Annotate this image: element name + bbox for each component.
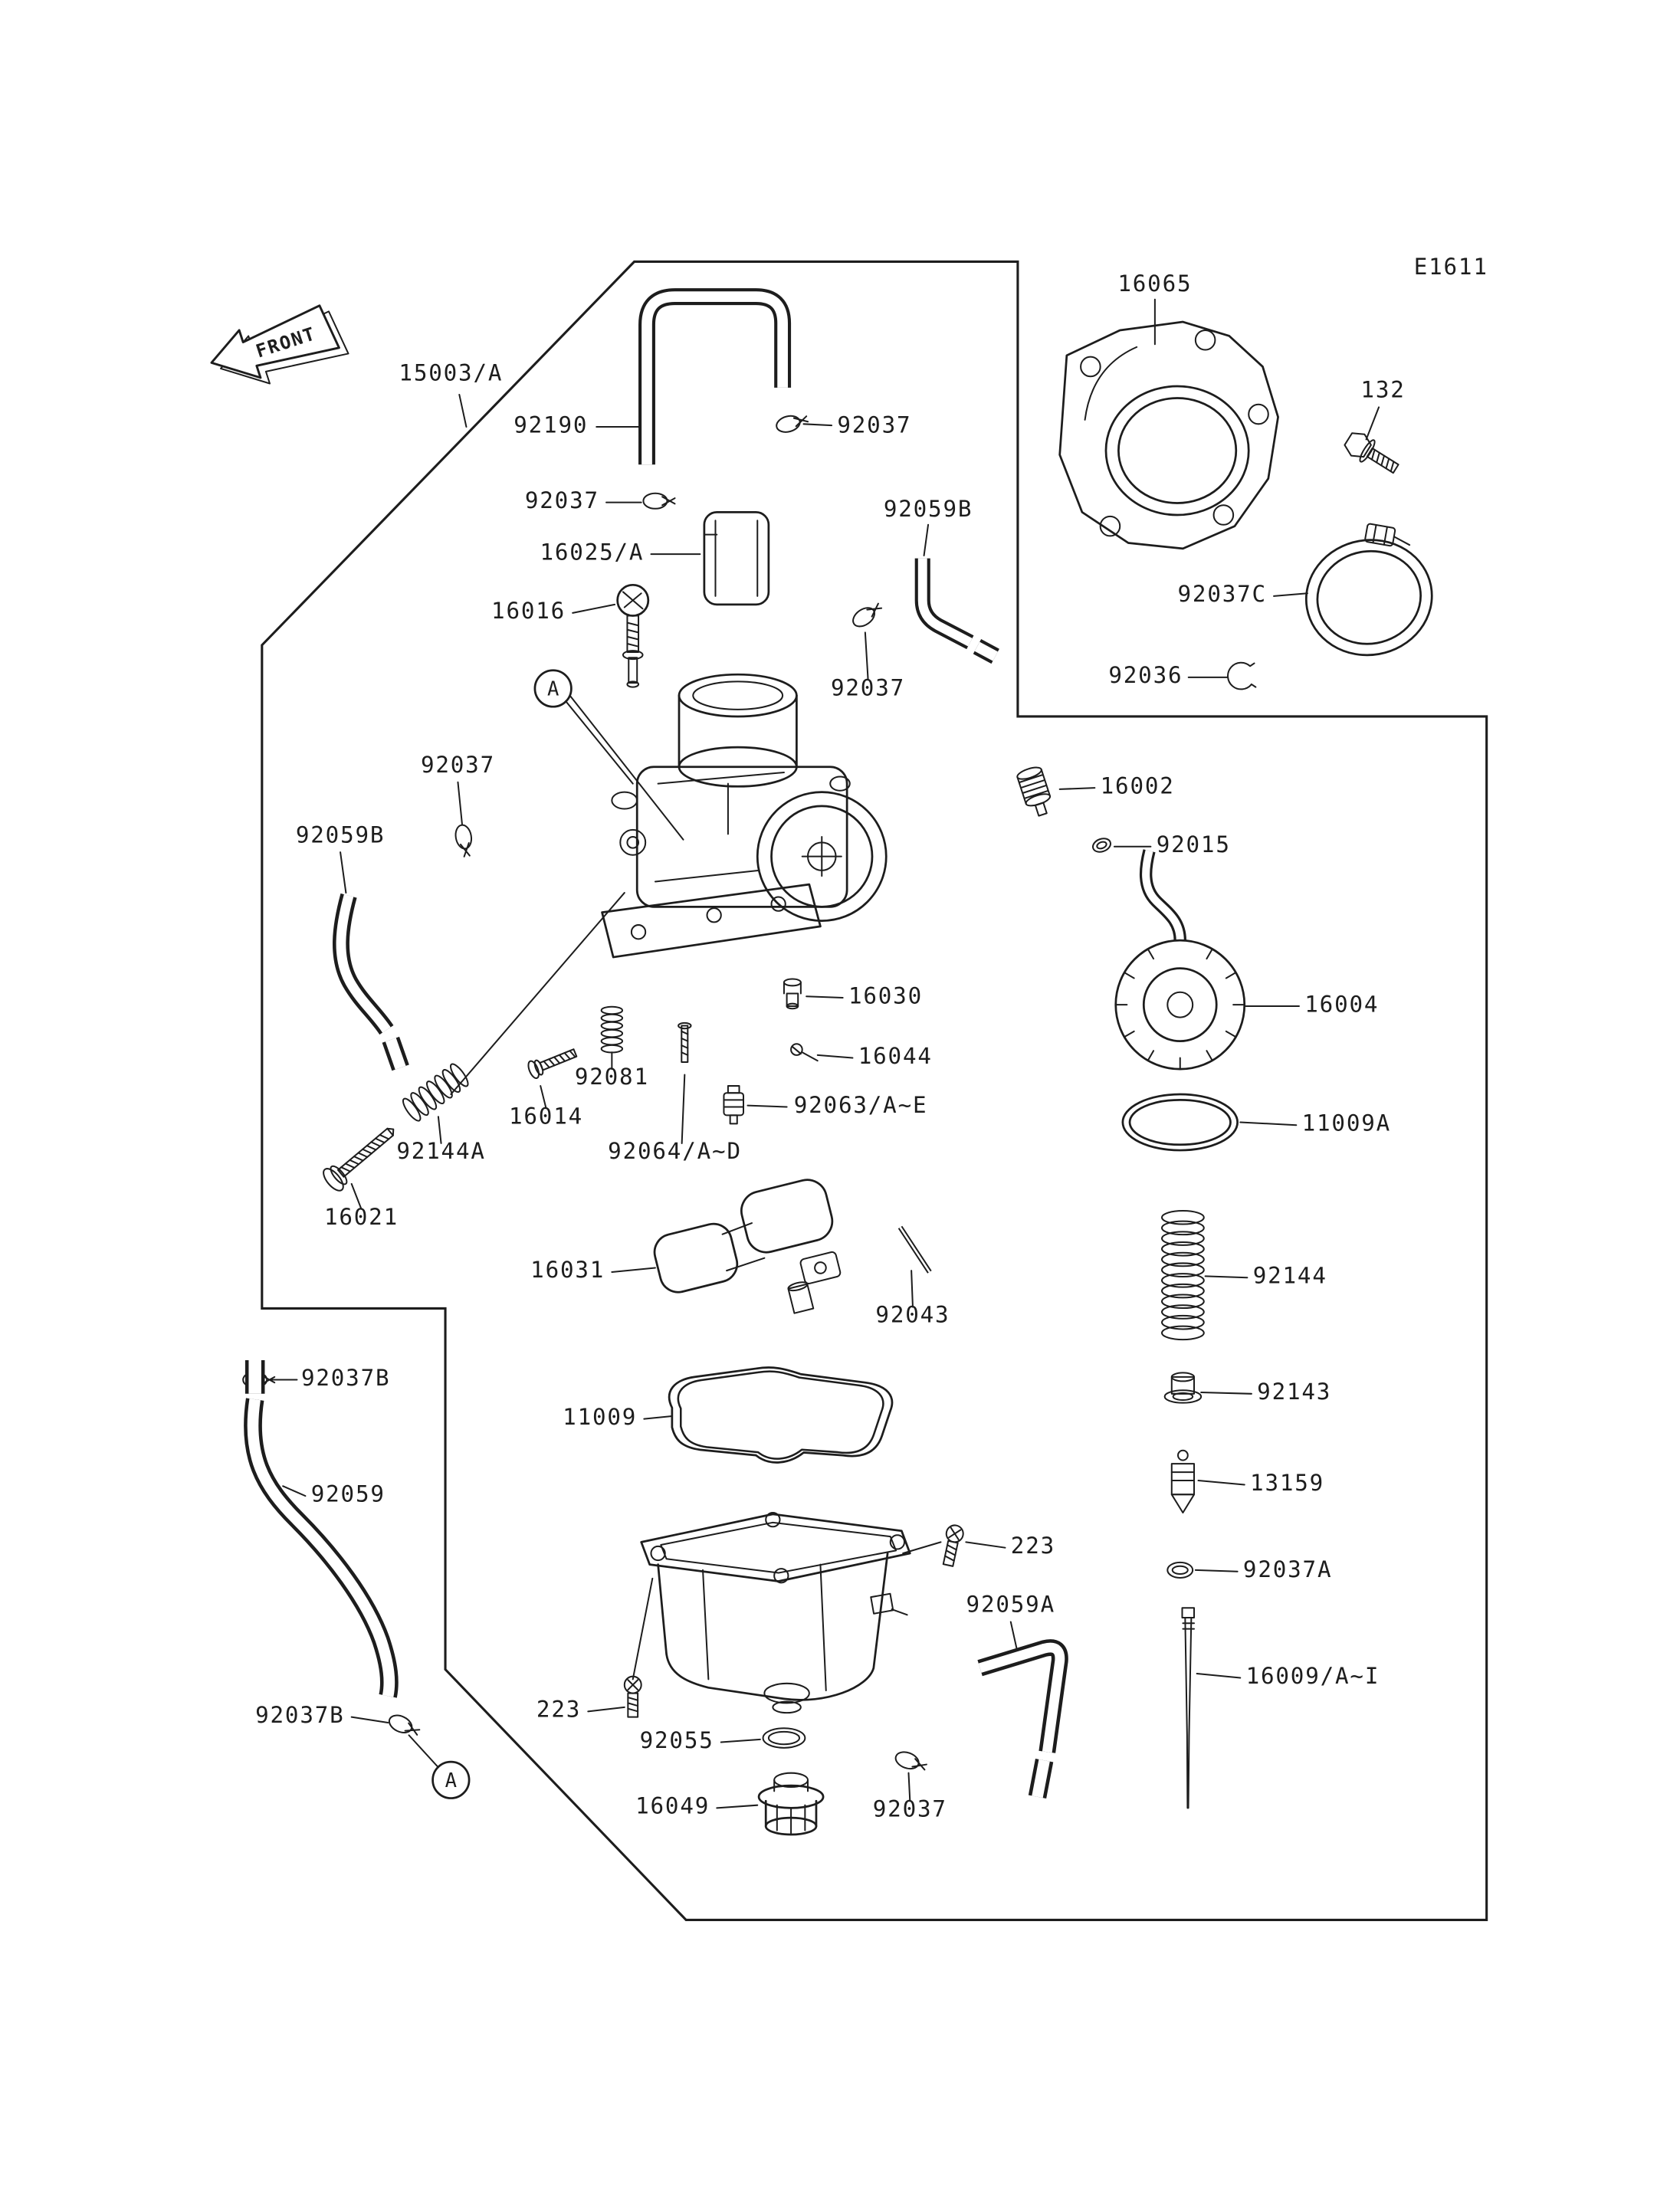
gasket-11009	[668, 1366, 894, 1464]
adjuster-16016	[616, 583, 650, 688]
label-16031: 16031	[530, 1257, 605, 1283]
carburetor-body	[601, 673, 888, 959]
o-ring-92055	[762, 1727, 806, 1749]
label-11009: 11009	[563, 1404, 637, 1430]
spring-92144a	[402, 1063, 469, 1122]
label-16025a: 16025/A	[540, 539, 644, 565]
label-92037-1: 92037	[837, 412, 911, 438]
label-15003a: 15003/A	[399, 360, 503, 386]
label-16009: 16009/A~I	[1246, 1663, 1380, 1689]
clip-92037-tube	[848, 598, 885, 631]
o-ring-11009a	[1121, 1093, 1239, 1152]
float-valve-13159	[1170, 1449, 1196, 1514]
tube-92059b-top	[914, 558, 999, 664]
label-16021: 16021	[324, 1204, 399, 1230]
needle-jet-16002	[1016, 766, 1052, 817]
label-16014: 16014	[509, 1103, 583, 1129]
clip-92037-top	[773, 410, 810, 436]
washer-92015	[1091, 838, 1111, 853]
label-16016: 16016	[491, 598, 566, 624]
plate-16025	[703, 510, 770, 606]
clip-92036	[1227, 661, 1257, 690]
label-223-left: 223	[536, 1697, 581, 1723]
label-92037b-upper: 92037B	[301, 1365, 390, 1391]
label-16044: 16044	[858, 1043, 933, 1069]
label-92059b-top: 92059B	[884, 496, 973, 522]
internal-reference-lines	[408, 694, 942, 1769]
label-92037-5: 92037	[873, 1795, 947, 1822]
clamp-92037c	[1304, 523, 1433, 657]
label-92037a: 92037A	[1243, 1556, 1332, 1582]
label-92143: 92143	[1257, 1379, 1331, 1405]
diagram-frame	[261, 260, 1488, 1921]
screw-16044	[790, 1043, 819, 1062]
label-92015: 92015	[1157, 831, 1231, 857]
label-92059b-left: 92059B	[296, 821, 385, 848]
hose-92059b-left	[333, 893, 409, 1071]
hose-92059	[244, 1359, 399, 1698]
pin-92043	[897, 1225, 932, 1274]
label-92064: 92064/A~D	[608, 1138, 742, 1164]
label-92144: 92144	[1253, 1263, 1327, 1289]
label-16049: 16049	[635, 1793, 710, 1819]
jet-92063	[723, 1085, 745, 1125]
cap-16004	[1114, 849, 1246, 1071]
label-92059: 92059	[311, 1481, 386, 1507]
clip-92037b-lower	[386, 1711, 423, 1740]
svg-text:A: A	[547, 678, 559, 701]
bolt-132	[1344, 432, 1399, 474]
label-16065: 16065	[1117, 271, 1192, 297]
tube-92059a	[977, 1639, 1068, 1799]
cap-92143	[1163, 1372, 1203, 1404]
label-92037c: 92037C	[1178, 581, 1267, 607]
intake-manifold-16065	[1058, 320, 1279, 550]
label-92081: 92081	[575, 1064, 649, 1090]
label-16004: 16004	[1304, 991, 1379, 1017]
label-132: 132	[1360, 377, 1405, 403]
diagram-code: E1611	[1414, 254, 1488, 280]
float-bowl	[640, 1512, 911, 1714]
detail-marker-a-lower: A	[431, 1760, 471, 1799]
clip-92037-center	[453, 822, 476, 858]
vent-tube-92190	[638, 288, 792, 465]
jet-needle-16009	[1181, 1607, 1196, 1809]
float-16031	[653, 1179, 842, 1314]
label-92036: 92036	[1108, 662, 1183, 688]
label-223-right: 223	[1011, 1533, 1055, 1559]
spring-92081	[600, 1005, 624, 1054]
screw-16021	[323, 1127, 395, 1192]
label-92037-2: 92037	[525, 487, 599, 513]
label-92055: 92055	[640, 1727, 714, 1753]
label-11009a: 11009A	[1302, 1110, 1391, 1136]
clip-92037-bottom	[892, 1748, 930, 1776]
spring-92144	[1161, 1209, 1205, 1341]
screw-92064	[678, 1021, 692, 1064]
bolt-223-right	[939, 1523, 966, 1568]
label-92043: 92043	[875, 1302, 950, 1328]
label-92063: 92063/A~E	[794, 1092, 928, 1118]
svg-text:A: A	[445, 1769, 457, 1792]
label-16030: 16030	[848, 982, 923, 1008]
bolt-223-left	[623, 1675, 642, 1718]
drain-plug-16049	[757, 1772, 825, 1836]
label-92190: 92190	[514, 412, 588, 438]
front-arrow: FRONT	[210, 304, 349, 385]
label-92037-3: 92037	[831, 675, 905, 701]
leader-lines	[269, 298, 1380, 1809]
o-ring-92037a	[1166, 1561, 1194, 1579]
label-92037-4: 92037	[421, 752, 495, 778]
label-92037b-lower: 92037B	[255, 1702, 344, 1728]
label-92059a: 92059A	[966, 1592, 1055, 1618]
label-13159: 13159	[1250, 1470, 1324, 1496]
fitting-16030	[783, 978, 802, 1010]
part-labels: 15003/A 92190 92037 16065 132 92037 1602…	[255, 271, 1405, 1822]
label-92144a: 92144A	[396, 1138, 485, 1164]
label-16002: 16002	[1101, 772, 1175, 798]
detail-marker-a-upper: A	[533, 669, 573, 708]
screw-16014	[527, 1048, 578, 1080]
clip-92037-left	[642, 492, 676, 510]
